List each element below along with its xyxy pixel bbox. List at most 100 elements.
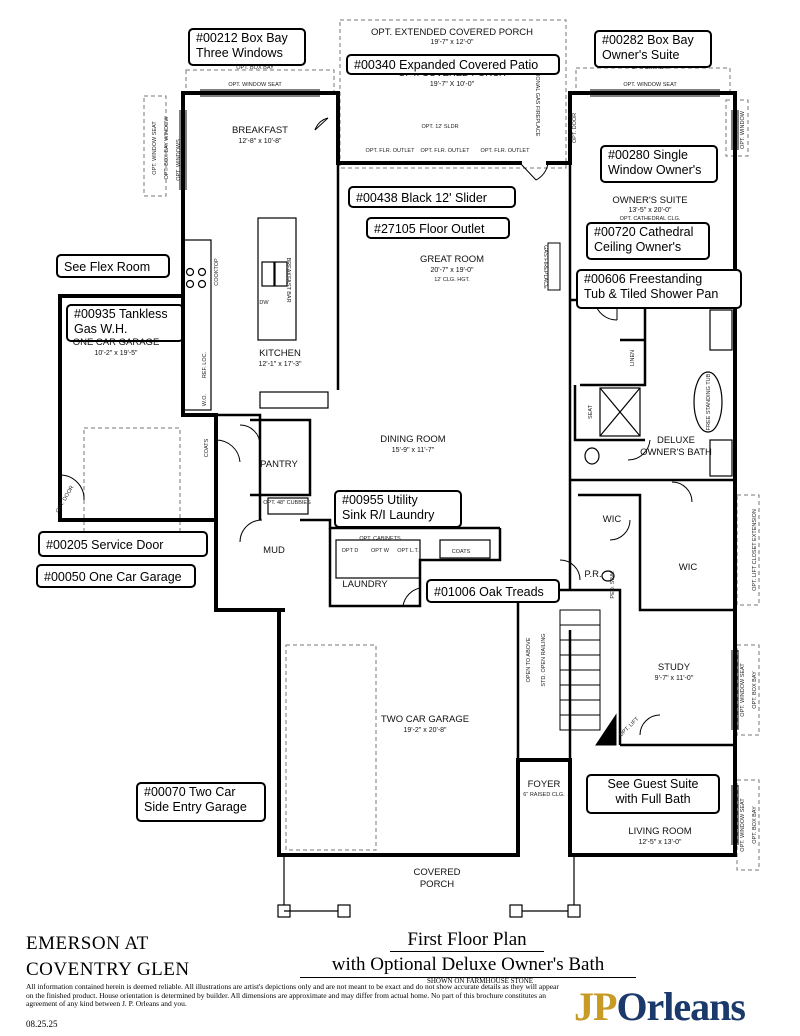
note-wo: W.O.	[202, 393, 208, 406]
note-dw: DW	[259, 300, 269, 306]
owners-suite-label: OWNER'S SUITE	[612, 195, 687, 206]
mud-label: MUD	[263, 545, 285, 556]
callout-see-flex: See Flex Room	[56, 254, 170, 278]
jp-orleans-logo: JPOrleans	[574, 984, 746, 1029]
one-car-garage-dim: 10'-2" x 19'-5"	[94, 350, 138, 357]
dining-room-label: DINING ROOM	[380, 434, 446, 445]
kitchen-dim: 12'-1" x 17'-3"	[258, 361, 302, 368]
community-name-line2: COVENTRY GLEN	[26, 959, 190, 980]
plan-subtitle-underline	[300, 977, 636, 978]
pantry-label: PANTRY	[260, 459, 298, 470]
owners-suite-dim: 13'-5" x 20'-0"	[628, 207, 672, 214]
callout-00935-line1: #00935 Tankless	[74, 307, 168, 321]
callout-00070-line1: #00070 Two Car	[144, 785, 236, 799]
plan-subtitle: with Optional Deluxe Owner's Bath	[331, 954, 605, 975]
callout-27105: #27105 Floor Outlet	[366, 217, 510, 239]
note-opt-box-bay: OPT. BOX BAY	[236, 65, 274, 71]
callout-00212-line1: #00212 Box Bay	[196, 31, 288, 45]
great-room-label: GREAT ROOM	[420, 254, 484, 265]
dining-room-dim: 15'-9" x 11'-7"	[392, 447, 435, 454]
covered-porch-label-2: PORCH	[420, 879, 454, 890]
one-car-garage-label: ONE CAR GARAGE	[73, 337, 160, 348]
note-opt-box-bay-r: OPT. BOX BAY	[752, 671, 758, 709]
callout-00212-line2: Three Windows	[196, 46, 283, 60]
opt-ext-porch-label: OPT. EXTENDED COVERED PORCH	[371, 27, 533, 38]
revision-date: 08.25.25	[26, 1019, 58, 1029]
breakfast-label: BREAKFAST	[232, 125, 288, 136]
shown-on-note: SHOWN ON FARMHOUSE STONE	[426, 977, 534, 985]
callout-01006: #01006 Oak Treads	[426, 579, 560, 603]
floor-plan: BREAKFAST 12'-8" x 10'-8" KITCHEN 12'-1"…	[55, 19, 760, 918]
note-opt-box-bay-tr: OPT. BOX BAY	[631, 65, 669, 71]
callout-00212: #00212 Box Bay Three Windows	[188, 28, 306, 66]
stairs	[559, 609, 617, 746]
note-opt-cabinets: OPT. CABINETS	[359, 536, 401, 542]
note-opt-window-seat-r2: OPT. WINDOW SEAT	[740, 798, 746, 852]
wic-2-label: WIC	[679, 562, 698, 573]
callout-00955: #00955 Utility Sink R/I Laundry	[334, 490, 462, 528]
plan-title: First Floor Plan	[407, 929, 527, 950]
note-opt-window-seat-tr: OPT. WINDOW SEAT	[623, 82, 677, 88]
note-opt-lt: OPT L.T.	[397, 548, 419, 554]
owners-bath-label-1: DELUXE	[657, 435, 695, 446]
great-room-note: 12' CLG. HGT.	[434, 277, 470, 283]
callout-see-guest: See Guest Suite with Full Bath	[586, 774, 720, 814]
note-opt-box-bay-r2: OPT. BOX BAY	[752, 806, 758, 844]
callout-00955-line1: #00955 Utility	[342, 493, 418, 507]
opt-covered-porch-dim: 19'-7" X 10'-0"	[430, 81, 475, 88]
note-gas-fireplace: GAS FIREPLACE	[542, 245, 548, 289]
disclaimer: All information contained herein is deem…	[26, 982, 559, 1008]
foyer-note: 6" RAISED CLG.	[523, 792, 565, 798]
note-opt-d: OPT D	[342, 548, 359, 554]
porch-columns	[277, 855, 581, 918]
callout-00340: #00340 Expanded Covered Patio	[346, 54, 560, 75]
note-opt-flr-outlet-1: OPT. FLR. OUTLET	[366, 148, 416, 154]
pr-label: P.R.	[584, 569, 601, 580]
callout-00720: #00720 Cathedral Ceiling Owner's	[586, 222, 710, 260]
callout-00205: #00205 Service Door	[38, 531, 208, 557]
plan-title-underline	[390, 951, 544, 952]
callout-00935: #00935 Tankless Gas W.H.	[66, 304, 184, 342]
bath-fixtures	[584, 309, 733, 582]
breakfast-dim: 12'-8" x 10'-8"	[238, 138, 282, 145]
note-opt-windows: OPT. WINDOWS	[176, 139, 182, 181]
community-name-line1: EMERSON AT	[26, 933, 149, 954]
note-opt-window-seat-vert: OPT. WINDOW SEAT	[152, 121, 158, 175]
callout-01006-text: #01006 Oak Treads	[434, 585, 544, 599]
callout-00340-text: #00340 Expanded Covered Patio	[354, 58, 539, 72]
note-opt-48-cubbies: OPT. 48" CUBBIES	[263, 500, 311, 506]
note-cooktop: COOKTOP	[214, 258, 220, 286]
callout-see-flex-text: See Flex Room	[64, 260, 151, 274]
callout-00280: #00280 Single Window Owner's	[600, 145, 718, 183]
callout-27105-text: #27105 Floor Outlet	[374, 222, 485, 236]
callout-00438: #00438 Black 12' Slider	[348, 186, 516, 208]
callout-00050: #00050 One Car Garage	[36, 564, 196, 588]
opt-ext-porch-dim: 19'-7" x 12'-0"	[430, 39, 474, 46]
note-opt-flr-outlet-3: OPT. FLR. OUTLET	[481, 148, 531, 154]
callout-00606: #00606 Freestanding Tub & Tiled Shower P…	[576, 269, 742, 309]
note-coats-1: COATS	[204, 438, 210, 457]
wic-1-label: WIC	[603, 514, 622, 525]
callout-00720-line2: Ceiling Owner's	[594, 240, 682, 254]
note-opt-12-sldr: OPT. 12' SLDR	[421, 124, 458, 130]
logo-orleans: Orleans	[616, 984, 746, 1029]
callout-see-guest-line1: See Guest Suite	[607, 777, 699, 791]
two-car-garage-dim: 19'-2" x 20'-8"	[403, 727, 447, 734]
note-breakfast-bar: BREAKFAST BAR	[285, 257, 291, 302]
note-ped-sink: PED. SINK	[610, 571, 616, 599]
laundry-label: LAUNDRY	[342, 579, 388, 590]
kitchen-label: KITCHEN	[259, 348, 301, 359]
callout-00282-line1: #00282 Box Bay	[602, 33, 694, 47]
note-std-open-railing: STD. OPEN RAILING	[541, 633, 547, 686]
covered-porch-label-1: COVERED	[414, 867, 461, 878]
note-coats-2: COATS	[452, 549, 471, 555]
callout-00070: #00070 Two Car Side Entry Garage	[136, 782, 266, 822]
callout-00720-line1: #00720 Cathedral	[594, 225, 694, 239]
doors	[59, 117, 693, 736]
owners-suite-note: OPT. CATHEDRAL CLG.	[620, 216, 681, 222]
callout-00280-line1: #00280 Single	[608, 148, 688, 162]
study-label: STUDY	[658, 662, 691, 673]
callout-00606-line2: Tub & Tiled Shower Pan	[584, 287, 719, 301]
callout-00282: #00282 Box Bay Owner's Suite	[594, 30, 712, 68]
note-free-standing-tub: FREE STANDING TUB	[706, 373, 712, 430]
